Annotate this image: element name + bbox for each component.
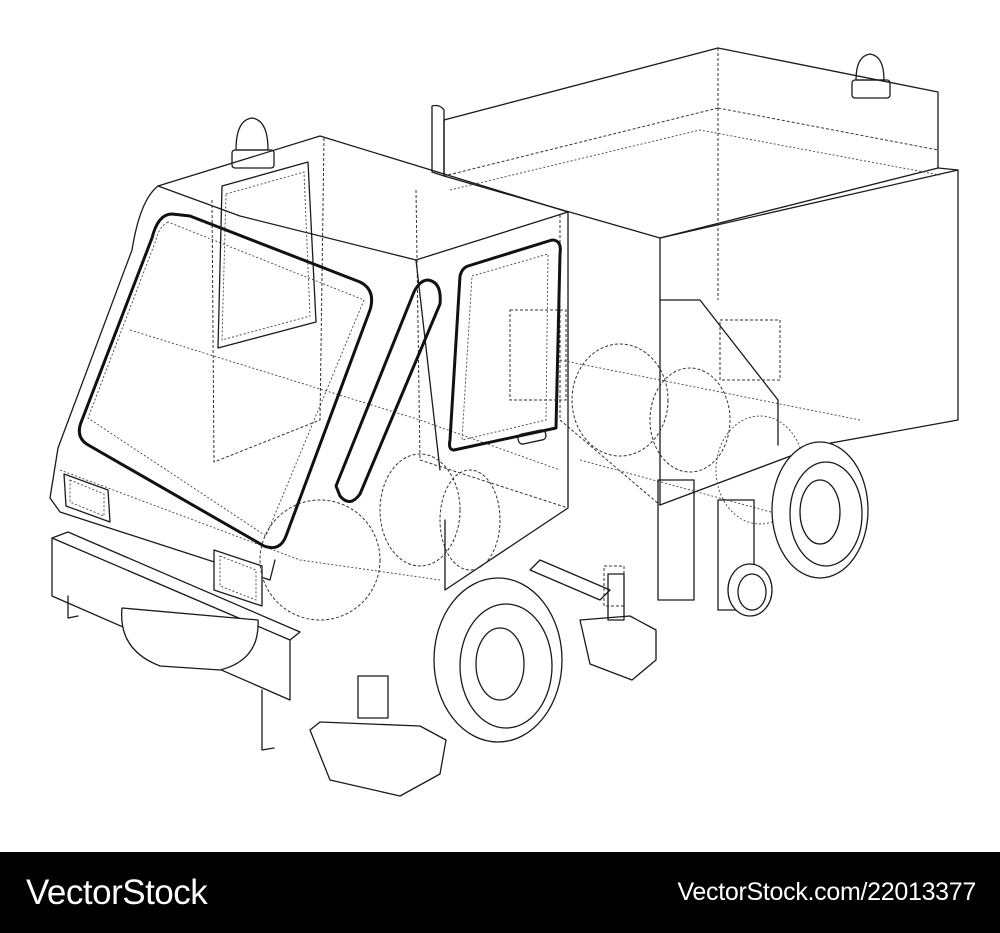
- front-wheel: [433, 577, 563, 743]
- chassis-legs: [529, 479, 755, 611]
- vectorstock-logo: VectorStock: [26, 872, 208, 912]
- front-bumper: [51, 531, 301, 751]
- exhaust-pipe: [431, 104, 445, 177]
- door-handle: [517, 429, 547, 445]
- street-sweeper-wireframe-illustration: [49, 47, 959, 797]
- windshield: [77, 212, 374, 550]
- front-beacon: [231, 117, 275, 169]
- watermark-footer: VectorStock VectorStock.com/22013377: [0, 852, 1000, 933]
- rear-beacon: [851, 53, 891, 99]
- door-window: [448, 238, 562, 452]
- internal-machinery: [259, 309, 861, 621]
- rear-wheel: [771, 441, 869, 579]
- rear-small-roller: [727, 563, 773, 617]
- pillar-window: [334, 278, 442, 503]
- cab: [49, 135, 569, 591]
- sweeper-brushes: [121, 573, 657, 797]
- side-window-rear: [217, 161, 317, 349]
- headlights: [63, 473, 263, 607]
- stock-id-url: VectorStock.com/22013377: [677, 878, 976, 906]
